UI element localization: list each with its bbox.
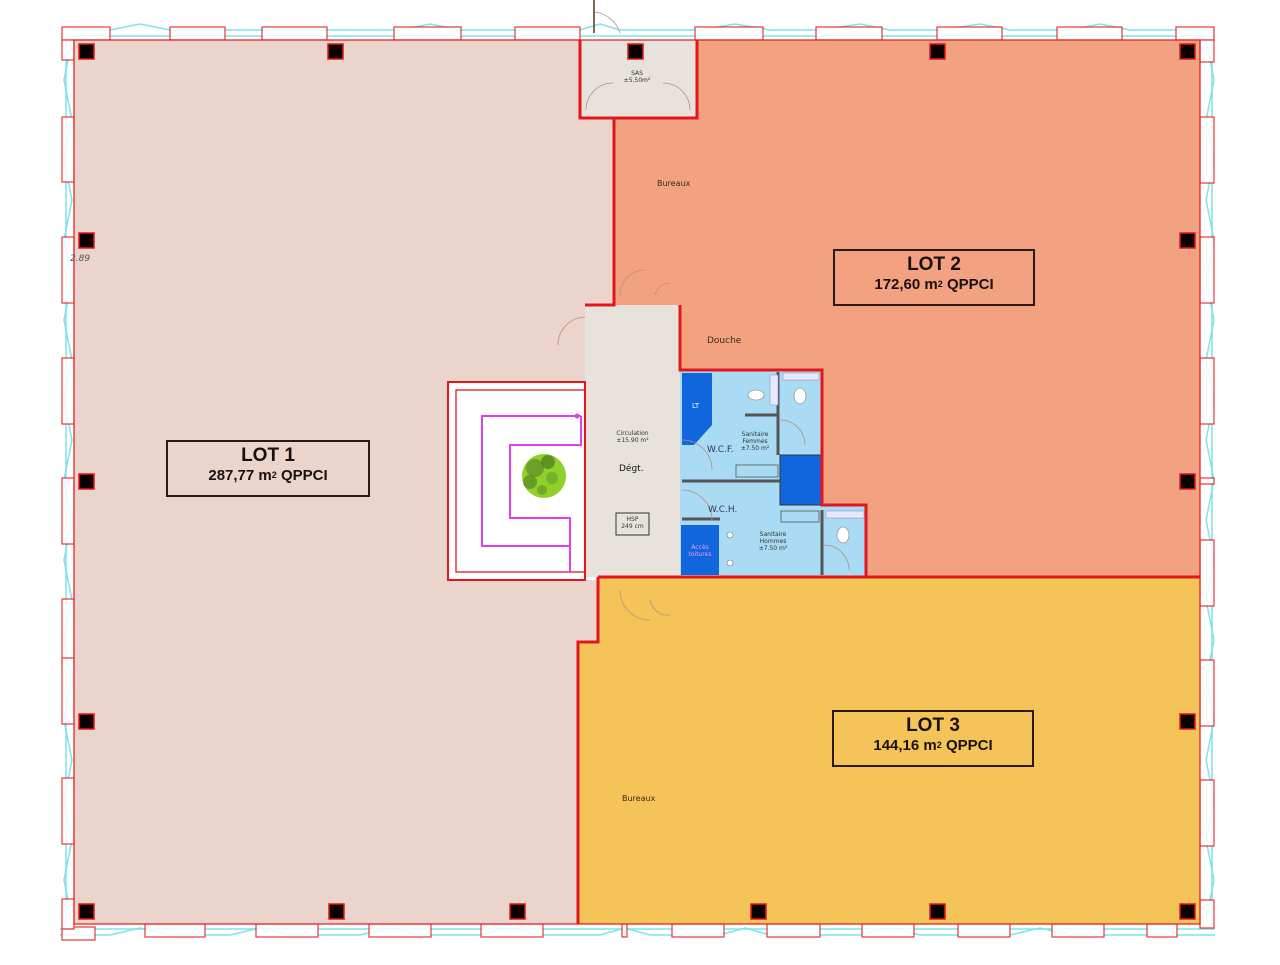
plant-icon [522, 454, 566, 498]
dimension-annotation: 2.89 [70, 254, 91, 264]
lot1-area-value: 287,77 m2 QPPCI [208, 467, 328, 484]
degt-label: Dégt. [619, 464, 644, 474]
douche-label: Douche [707, 336, 742, 346]
lot3-bureaux-label: Bureaux [622, 794, 656, 803]
lot3-title: LOT 3 [906, 715, 960, 736]
shaft [779, 454, 822, 506]
wcf-label: W.C.F. [707, 445, 734, 455]
lot3-area [578, 577, 1200, 924]
lt-label: LT [692, 402, 700, 410]
lot1-area [74, 40, 614, 924]
walls [576, 40, 1200, 924]
lt-room [682, 373, 712, 445]
hsp-box [615, 512, 650, 536]
lot3-label: LOT 3 144,16 m2 QPPCI [832, 710, 1034, 767]
sas-label: SAS±5.50m² [623, 70, 651, 84]
lot1-title: LOT 1 [241, 445, 295, 466]
circulation-label: Circulation±15.90 m² [616, 430, 649, 444]
door-swings [557, 11, 850, 621]
structural-columns [78, 43, 1196, 920]
lot3-area-value: 144,16 m2 QPPCI [873, 737, 993, 754]
lot2-bureaux-label: Bureaux [657, 179, 691, 188]
roof-access-room [681, 525, 719, 575]
lot2-area [614, 40, 1200, 577]
lot1-label: LOT 1 287,77 m2 QPPCI [166, 440, 370, 497]
lot2-label: LOT 2 172,60 m2 QPPCI [833, 249, 1035, 306]
circulation-room [585, 305, 680, 577]
wch-label: W.C.H. [708, 505, 738, 515]
lot2-title: LOT 2 [907, 254, 961, 275]
lot2-area-value: 172,60 m2 QPPCI [874, 276, 994, 293]
sanitary-block [680, 370, 866, 577]
